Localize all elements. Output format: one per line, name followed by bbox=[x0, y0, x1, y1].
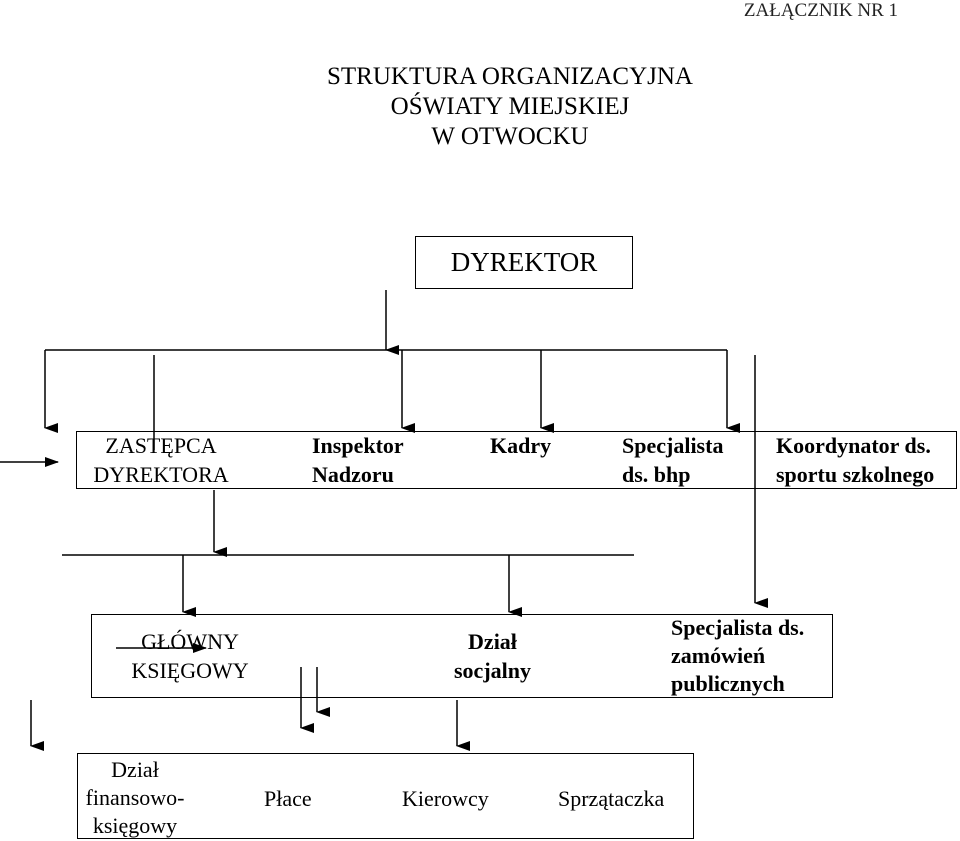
hr: Kadry bbox=[490, 431, 551, 460]
finance-line-3: księgowy bbox=[92, 813, 178, 838]
finance-line-1: Dział bbox=[111, 757, 159, 782]
title-line-3: W OTWOCKU bbox=[431, 123, 589, 150]
level1-box bbox=[76, 431, 957, 489]
cleaner-label: Sprzątaczka bbox=[558, 786, 665, 811]
chief-accountant: GŁÓWNY KSIĘGOWY bbox=[100, 627, 280, 685]
payroll-label: Płace bbox=[264, 786, 312, 811]
sport-coordinator: Koordynator ds. sportu szkolnego bbox=[776, 431, 934, 489]
title-line-2: OŚWIATY MIEJSKIEJ bbox=[390, 93, 630, 120]
page-title: STRUKTURA ORGANIZACYJNA OŚWIATY MIEJSKIE… bbox=[210, 62, 810, 152]
level3-box bbox=[77, 753, 694, 839]
bhp-line-2: ds. bhp bbox=[622, 462, 691, 487]
inspector: Inspektor Nadzoru bbox=[312, 431, 404, 489]
director-label: DYREKTOR bbox=[450, 247, 598, 277]
level2-box bbox=[91, 614, 833, 698]
drivers: Kierowcy bbox=[402, 784, 489, 813]
procurement-line-2: zamówień bbox=[671, 643, 766, 668]
procurement-specialist: Specjalista ds. zamówień publicznych bbox=[671, 614, 804, 698]
inspector-line-2: Nadzoru bbox=[312, 462, 394, 487]
director-box: DYREKTOR bbox=[415, 236, 633, 289]
bhp-specialist: Specjalista ds. bhp bbox=[622, 431, 723, 489]
inspector-line-1: Inspektor bbox=[312, 433, 404, 458]
title-line-1: STRUKTURA ORGANIZACYJNA bbox=[327, 63, 693, 90]
sport-line-1: Koordynator ds. bbox=[776, 433, 931, 458]
social-line-2: socjalny bbox=[454, 658, 531, 683]
finance-department: Dział finansowo- księgowy bbox=[70, 756, 200, 840]
procurement-line-3: publicznych bbox=[671, 671, 785, 696]
procurement-line-1: Specjalista ds. bbox=[671, 615, 805, 640]
hr-label: Kadry bbox=[490, 433, 552, 458]
accountant-line-1: GŁÓWNY bbox=[141, 629, 239, 654]
bhp-line-1: Specjalista bbox=[622, 433, 724, 458]
drivers-label: Kierowcy bbox=[402, 786, 489, 811]
payroll: Płace bbox=[264, 784, 312, 813]
annex-label: ZAŁĄCZNIK NR 1 bbox=[743, 0, 898, 21]
accountant-line-2: KSIĘGOWY bbox=[131, 658, 249, 683]
deputy-director: ZASTĘPCA DYREKTORA bbox=[76, 431, 246, 489]
social-line-1: Dział bbox=[468, 629, 517, 654]
deputy-line-2: DYREKTORA bbox=[93, 462, 229, 487]
sport-line-2: sportu szkolnego bbox=[776, 462, 935, 487]
cleaner: Sprzątaczka bbox=[558, 784, 664, 813]
finance-line-2: finansowo- bbox=[85, 785, 185, 810]
social-department: Dział socjalny bbox=[430, 627, 555, 685]
deputy-line-1: ZASTĘPCA bbox=[105, 433, 217, 458]
